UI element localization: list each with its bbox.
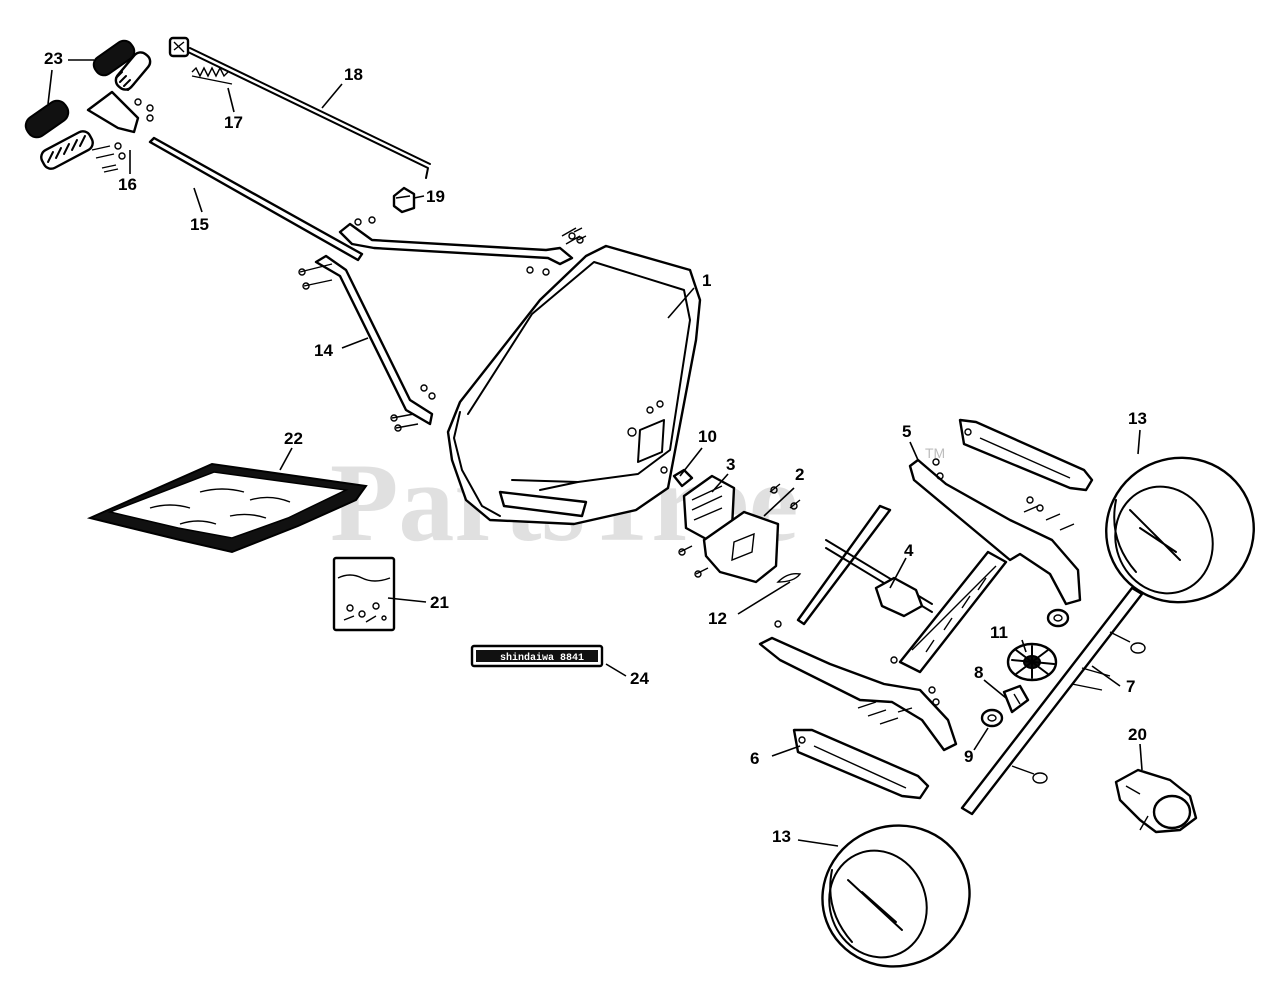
part-6-wheel-bracket-upper[interactable] [958,418,1094,492]
callout-21: 21 [430,593,449,612]
callout-16: 16 [118,175,137,194]
callout-1: 1 [702,271,711,290]
part-13-wheel-upper[interactable] [1086,437,1274,623]
part-10-clip[interactable] [672,468,694,488]
part-bushing-frame[interactable] [1046,608,1070,628]
callout-24: 24 [630,669,649,688]
part-22-hopper-cover[interactable] [86,462,368,554]
part-21-hardware-bag[interactable] [332,556,396,632]
part-14-lower-handle[interactable] [298,254,436,432]
part-5-frame[interactable] [758,458,1082,752]
callout-7: 7 [1126,677,1135,696]
callout-2: 2 [795,465,804,484]
watermark-trademark: TM [925,445,945,461]
callout-20: 20 [1128,725,1147,744]
part-13-wheel-lower[interactable] [803,805,990,987]
part-16-handle-bracket[interactable] [38,49,154,173]
decal-24-text: shindaiwa 8841 [500,652,584,664]
part-12-spring-clip[interactable] [776,572,802,583]
callout-5: 5 [902,422,911,441]
callout-12: 12 [708,609,727,628]
part-11-impeller[interactable] [1006,642,1058,682]
callout-23: 23 [44,49,63,68]
callout-11: 11 [990,623,1008,642]
part-4-agitator-shaft[interactable] [796,504,933,626]
callout-8: 8 [974,663,983,682]
callouts: 1 2 3 4 5 6 7 8 9 10 11 12 13 13 14 15 1… [44,49,1147,846]
part-6-wheel-bracket-lower[interactable] [792,728,930,800]
part-8-gear[interactable] [1002,684,1030,714]
callout-18: 18 [344,65,363,84]
callout-13-upper: 13 [1128,409,1147,428]
part-24-decal[interactable]: shindaiwa 8841 [470,644,604,668]
part-17-spring[interactable] [191,66,233,85]
callout-22: 22 [284,429,303,448]
part-20-gearbox[interactable] [1114,768,1198,834]
callout-15: 15 [190,215,209,234]
callout-6: 6 [750,749,759,768]
callout-4: 4 [904,541,914,560]
part-15-upper-handle[interactable] [148,136,587,276]
callout-10: 10 [698,427,717,446]
part-19-knob[interactable] [392,186,416,214]
part-9-bushing[interactable] [980,708,1004,728]
callout-3: 3 [726,455,735,474]
part-1-hopper[interactable] [446,244,702,526]
callout-9: 9 [964,747,973,766]
callout-14: 14 [314,341,333,360]
part-18-control-rod[interactable] [168,36,431,179]
part-23-hand-grips[interactable] [22,37,138,141]
callout-13-lower: 13 [772,827,791,846]
callout-19: 19 [426,187,445,206]
part-2-gate-plate[interactable] [678,483,801,584]
callout-17: 17 [224,113,243,132]
leader-lines [47,59,1143,847]
